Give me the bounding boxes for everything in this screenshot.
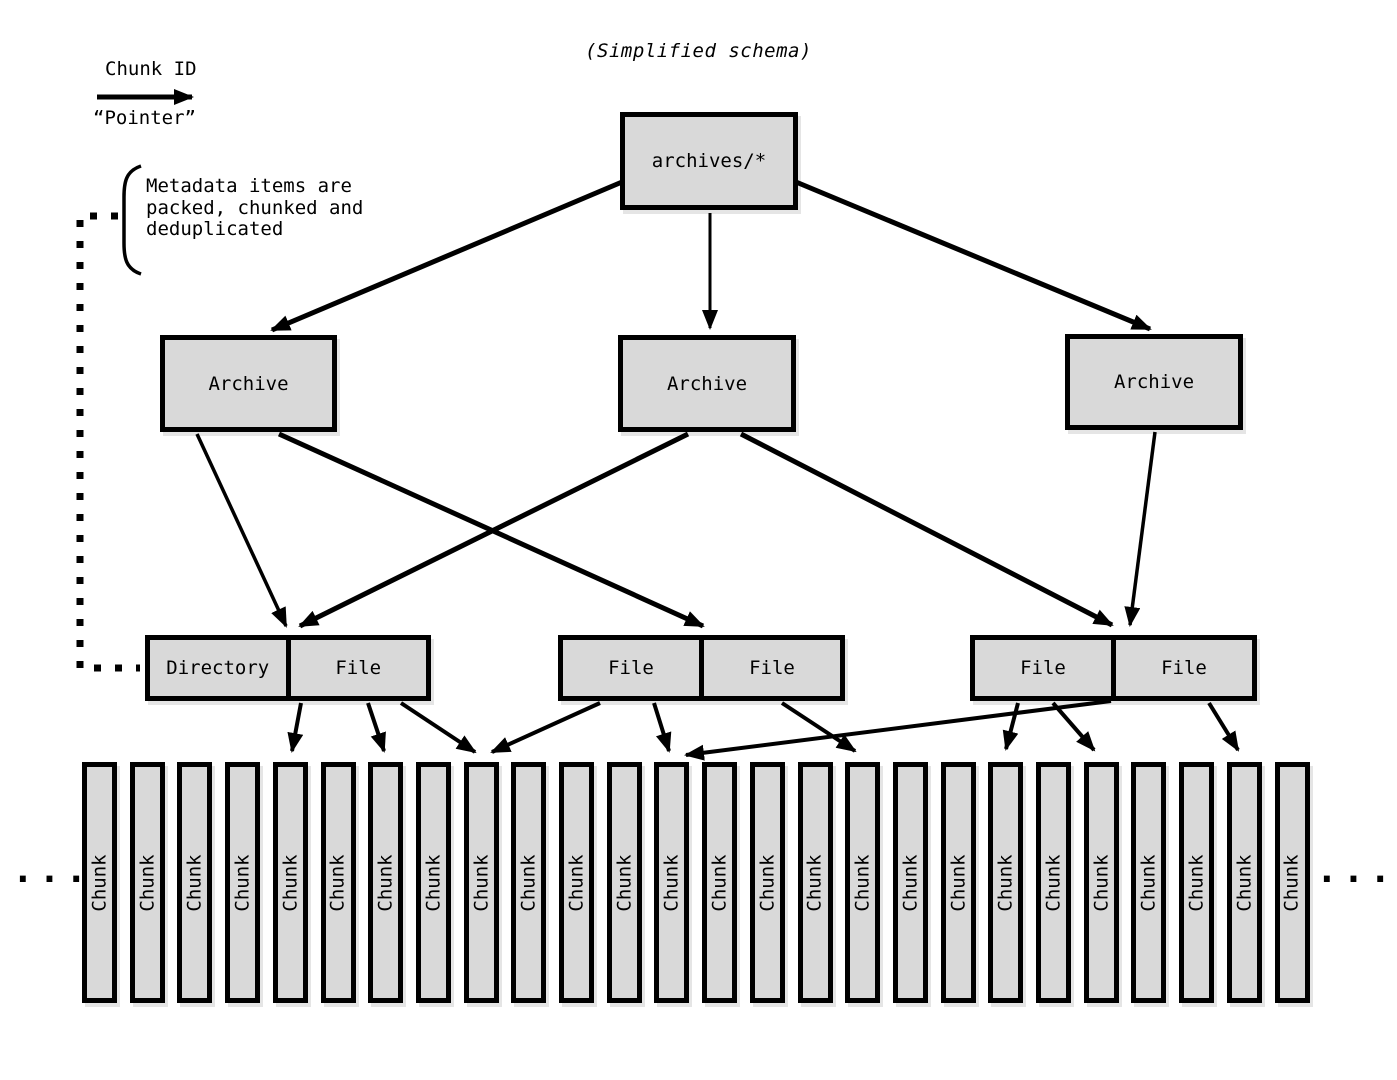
archive-label: Archive: [208, 372, 289, 395]
chunk-label: Chunk: [1185, 853, 1208, 912]
chunk-box: Chunk: [177, 762, 213, 1003]
pair-file-file-right: File File: [970, 635, 1257, 701]
chunk-label: Chunk: [374, 853, 397, 912]
edge-file3-chunk13-long: [684, 699, 1112, 761]
diagram-title: (Simplified schema): [585, 40, 812, 62]
chunk-box: Chunk: [82, 762, 117, 1003]
chunk-label: Chunk: [660, 853, 683, 912]
chunk-box: Chunk: [368, 762, 404, 1003]
legend-pointer-label: “Pointer”: [93, 107, 196, 129]
chunk-label: Chunk: [708, 853, 731, 912]
chunk-box: Chunk: [225, 762, 261, 1003]
archive-box-2: Archive: [618, 335, 796, 432]
chunk-label: Chunk: [231, 853, 254, 912]
edge-file1-chunk9: [399, 701, 477, 754]
pair-file-file-middle: File File: [558, 635, 845, 701]
edge-archive2-pair3: [739, 431, 1114, 628]
chunk-label: Chunk: [470, 853, 493, 912]
chunk-box: Chunk: [654, 762, 690, 1003]
chunk-box: Chunk: [129, 762, 165, 1003]
chunk-label: Chunk: [947, 853, 970, 912]
root-box-archives: archives/*: [620, 112, 798, 210]
chunk-box: Chunk: [702, 762, 738, 1003]
chunk-box: Chunk: [415, 762, 451, 1003]
chunk-box: Chunk: [940, 762, 976, 1003]
chunk-label: Chunk: [279, 853, 302, 912]
chunk-box: Chunk: [797, 762, 833, 1003]
chunk-box: Chunk: [511, 762, 547, 1003]
chunk-label: Chunk: [183, 853, 206, 912]
file-cell: File: [563, 640, 704, 696]
edge-file3a-chunk22: [1051, 701, 1096, 752]
chunk-box: Chunk: [272, 762, 308, 1003]
chunk-box: Chunk: [892, 762, 928, 1003]
dedup-dotted-connector: [76, 212, 140, 672]
chunk-box: Chunk: [559, 762, 594, 1003]
edge-archive2-pair1: [298, 431, 690, 629]
chunk-label: Chunk: [899, 853, 922, 912]
archive-label: Archive: [1113, 371, 1195, 393]
chunk-label: Chunk: [804, 853, 827, 912]
file-cell: File: [975, 640, 1116, 696]
chunk-box: Chunk: [1226, 762, 1262, 1003]
edge-file3b-chunk25: [1207, 701, 1240, 752]
chunk-label: Chunk: [1090, 853, 1113, 912]
chunk-box: Chunk: [463, 762, 499, 1003]
edge-root-archive-3: [795, 179, 1152, 332]
chunk-box: Chunk: [1131, 762, 1167, 1003]
chunk-label: Chunk: [565, 853, 588, 912]
chunk-label: Chunk: [327, 853, 350, 912]
legend-chunk-id-label: Chunk ID: [105, 58, 197, 80]
chunk-label: Chunk: [1042, 853, 1065, 912]
edge-root-archive-1: [270, 179, 623, 333]
file-cell: File: [335, 657, 382, 679]
edge-file1-chunk7: [366, 702, 386, 753]
ellipsis-left: ...: [12, 850, 93, 891]
chunk-label: Chunk: [1281, 853, 1304, 912]
chunk-label: Chunk: [136, 853, 159, 912]
chunk-label: Chunk: [756, 853, 779, 912]
chunk-label: Chunk: [613, 853, 636, 912]
chunk-label: Chunk: [422, 853, 445, 912]
chunk-box: Chunk: [1179, 762, 1215, 1003]
root-box-label: archives/*: [651, 150, 767, 172]
chunk-label: Chunk: [851, 853, 874, 912]
chunk-label: Chunk: [1233, 853, 1256, 912]
dedup-note: Metadata items are packed, chunked and d…: [146, 175, 364, 241]
edge-archive3-pair3: [1124, 431, 1157, 627]
chunk-box: Chunk: [1274, 762, 1310, 1003]
directory-cell: Directory: [150, 640, 291, 696]
note-line: Metadata items are: [146, 175, 352, 197]
ellipsis-right: ...: [1316, 850, 1397, 891]
edge-archive1-pair1: [195, 433, 288, 628]
chunk-box: Chunk: [988, 762, 1024, 1003]
edge-file2a-chunk9: [490, 701, 601, 754]
file-cell: File: [749, 657, 795, 679]
note-line: packed, chunked and: [146, 196, 364, 219]
note-line: deduplicated: [146, 218, 284, 240]
edge-file1-chunk5: [287, 702, 304, 753]
note-brace: [122, 164, 142, 276]
chunk-label: Chunk: [994, 853, 1017, 912]
chunk-box: Chunk: [1036, 762, 1071, 1003]
chunk-label: Chunk: [1137, 853, 1160, 912]
chunk-box: Chunk: [606, 762, 642, 1003]
edge-file2b-chunk17: [780, 701, 857, 753]
chunk-box: Chunk: [845, 762, 881, 1003]
edge-file2a-chunk13: [652, 702, 672, 753]
archive-box-3: Archive: [1065, 334, 1243, 430]
archive-box-1: Archive: [160, 335, 337, 432]
pair-directory-file: Directory File: [145, 635, 431, 701]
chunk-box: Chunk: [320, 762, 356, 1003]
chunk-box: Chunk: [749, 762, 785, 1003]
chunk-box: Chunk: [1083, 762, 1119, 1003]
archive-label: Archive: [666, 372, 748, 395]
file-cell: File: [1161, 657, 1207, 679]
edge-file3a-chunk20: [1002, 702, 1020, 751]
chunk-label: Chunk: [517, 853, 540, 912]
